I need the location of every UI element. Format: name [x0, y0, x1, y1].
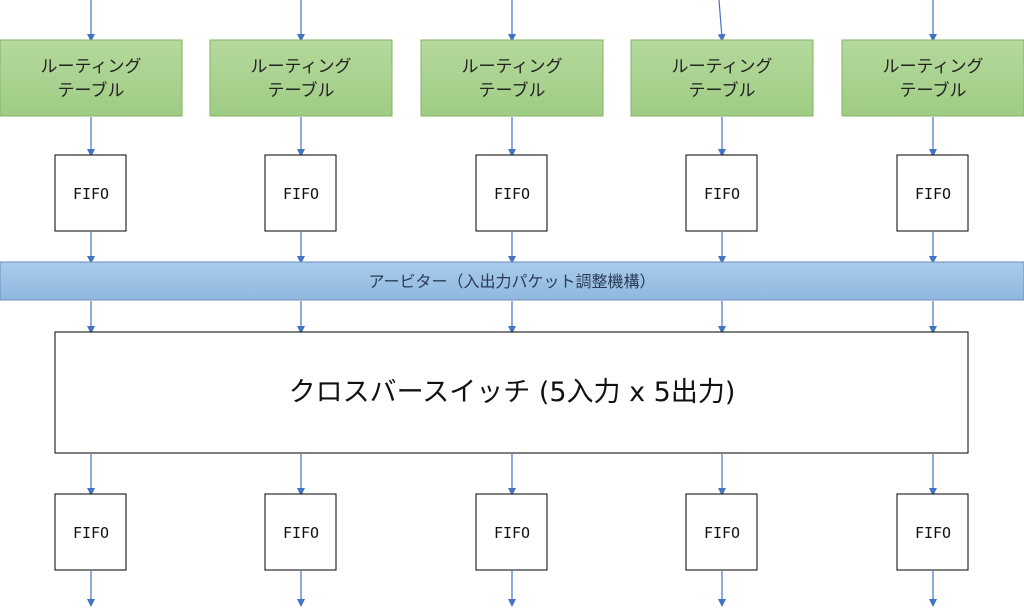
crossbar-box: [54, 331, 969, 454]
fifo-box: [896, 493, 969, 571]
fifo-box: [264, 154, 337, 232]
routing-table-label-line1: ルーティング: [41, 57, 142, 77]
routing-table-box: [420, 39, 604, 117]
fifo-box: [685, 154, 758, 232]
routing-table-label-line2: テーブル: [479, 80, 546, 101]
output-fifo-3: FIFO: [475, 493, 548, 571]
input-fifos: FIFO FIFO FIFO FIFO FIFO: [54, 154, 969, 232]
output-fifos: FIFO FIFO FIFO FIFO FIFO: [54, 493, 969, 571]
fifo-label: FIFO: [704, 185, 740, 203]
routing-tables: ルーティング テーブル ルーティング テーブル ルーティング テーブル ルーティ…: [0, 39, 1024, 117]
fifo-box: [475, 493, 548, 571]
fifo-label: FIFO: [494, 185, 530, 203]
fifo-label: FIFO: [704, 524, 740, 542]
fifo-label: FIFO: [915, 185, 951, 203]
routing-table-label-line2: テーブル: [900, 80, 967, 101]
routing-table-label-line1: ルーティング: [883, 57, 984, 77]
fifo-box: [54, 493, 127, 571]
routing-table-4: ルーティング テーブル: [630, 39, 814, 117]
routing-table-1: ルーティング テーブル: [0, 39, 183, 117]
output-fifo-5: FIFO: [896, 493, 969, 571]
routing-table-box: [630, 39, 814, 117]
output-fifo-2: FIFO: [264, 493, 337, 571]
fifo-label: FIFO: [283, 524, 319, 542]
crossbar-switch: クロスバースイッチ (5入力 x 5出力): [54, 331, 969, 454]
output-fifo-4: FIFO: [685, 493, 758, 571]
input-fifo-2: FIFO: [264, 154, 337, 232]
routing-table-label-line1: ルーティング: [462, 57, 563, 77]
connector-arrow: [717, 0, 726, 42]
input-fifo-1: FIFO: [54, 154, 127, 232]
fifo-label: FIFO: [73, 185, 109, 203]
routing-table-label-line2: テーブル: [268, 80, 335, 101]
connector-arrows: [87, 0, 937, 607]
fifo-label: FIFO: [73, 524, 109, 542]
fifo-box: [685, 493, 758, 571]
arbiter: アービター（入出力パケット調整機構）: [0, 261, 1024, 301]
fifo-label: FIFO: [283, 185, 319, 203]
routing-table-label-line2: テーブル: [689, 80, 756, 101]
output-fifo-1: FIFO: [54, 493, 127, 571]
routing-table-label-line1: ルーティング: [672, 57, 773, 77]
routing-table-box: [209, 39, 393, 117]
crossbar-label: クロスバースイッチ (5入力 x 5出力): [289, 377, 736, 408]
arbiter-label: アービター（入出力パケット調整機構）: [368, 272, 655, 291]
fifo-box: [264, 493, 337, 571]
fifo-label: FIFO: [494, 524, 530, 542]
fifo-box: [54, 154, 127, 232]
routing-table-3: ルーティング テーブル: [420, 39, 604, 117]
routing-table-box: [841, 39, 1024, 117]
routing-table-label-line1: ルーティング: [251, 57, 352, 77]
fifo-box: [475, 154, 548, 232]
input-fifo-4: FIFO: [685, 154, 758, 232]
routing-table-5: ルーティング テーブル: [841, 39, 1024, 117]
routing-table-box: [0, 39, 183, 117]
fifo-label: FIFO: [915, 524, 951, 542]
routing-table-2: ルーティング テーブル: [209, 39, 393, 117]
routing-table-label-line2: テーブル: [58, 80, 125, 101]
input-fifo-5: FIFO: [896, 154, 969, 232]
input-fifo-3: FIFO: [475, 154, 548, 232]
arbiter-bar: [0, 261, 1024, 301]
fifo-box: [896, 154, 969, 232]
